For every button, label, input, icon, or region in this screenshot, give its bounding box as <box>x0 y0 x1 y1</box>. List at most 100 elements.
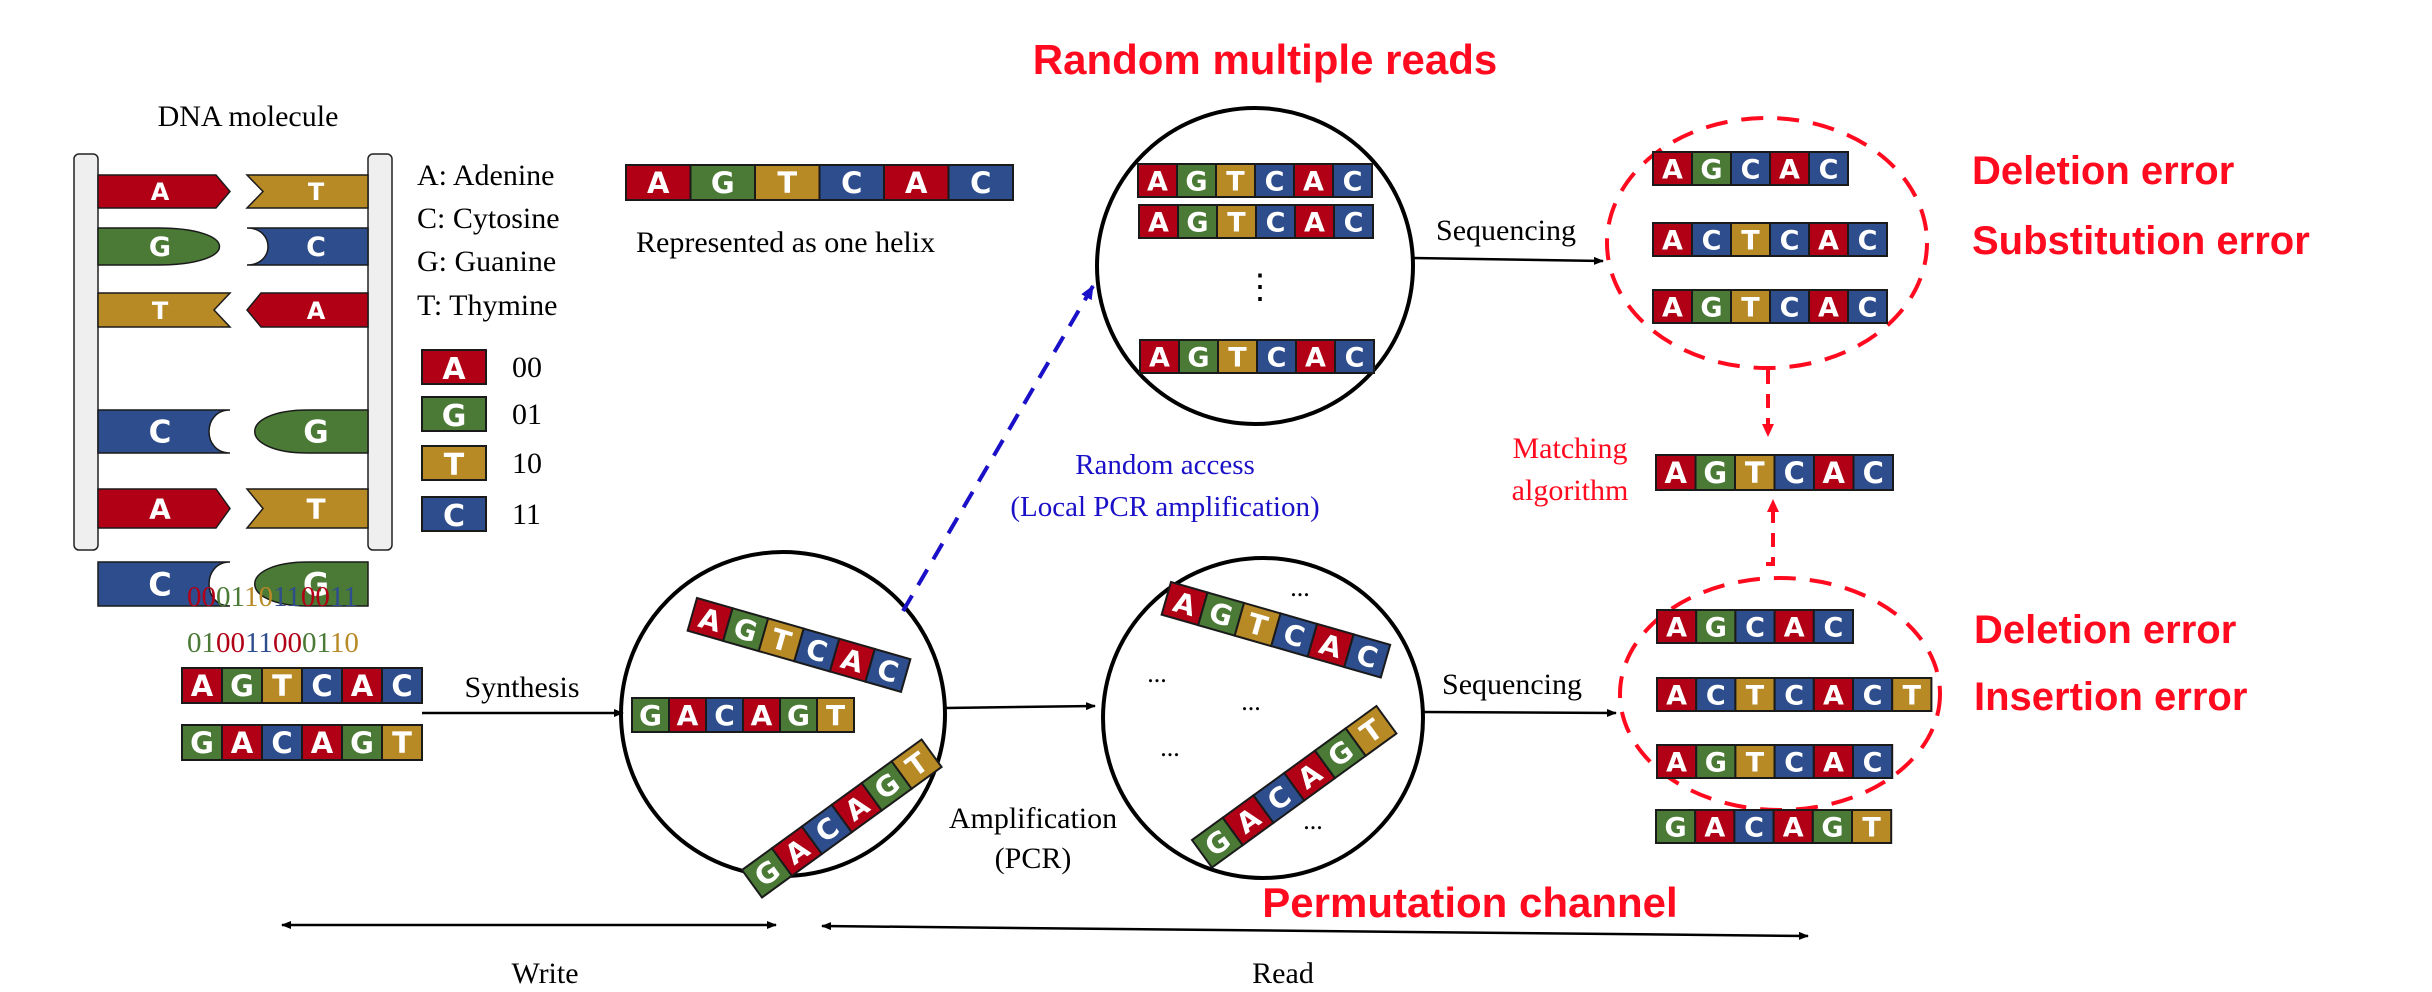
base-letter: G <box>1187 342 1209 373</box>
write-label: Write <box>511 957 578 990</box>
base-A: A <box>341 667 383 704</box>
base-T: T <box>381 724 423 761</box>
base-letter: G <box>1705 747 1727 778</box>
base-G: G <box>1178 339 1219 374</box>
base-letter: T <box>1228 342 1247 373</box>
base-left-A <box>97 488 231 529</box>
base-letter: A <box>1147 166 1168 197</box>
error-label-bottom-1: Deletion error <box>1974 608 2236 652</box>
sequencing-label-top: Sequencing <box>1436 214 1576 247</box>
bit-pair: 01 <box>302 627 330 659</box>
matching-label-line1: Matching <box>1513 432 1628 465</box>
base-letter: C <box>148 565 171 603</box>
base-letter: A <box>1783 812 1804 843</box>
base-letter: G <box>149 232 171 263</box>
binary-string-2: 010011000110 <box>187 627 359 659</box>
base-letter: G <box>1665 812 1687 843</box>
backbone-right <box>367 153 393 551</box>
base-A: A <box>668 697 707 733</box>
base-letter: C <box>841 166 862 200</box>
base-A: A <box>1295 339 1336 374</box>
base-T: T <box>1233 601 1282 648</box>
heading-random-multiple-reads: Random multiple reads <box>1033 36 1497 83</box>
base-letter: T <box>826 699 845 732</box>
base-letter: C <box>1858 225 1878 256</box>
random-access-arrow <box>901 284 1095 613</box>
base-letter: T <box>1741 225 1760 256</box>
base-G: G <box>1691 289 1732 324</box>
base-letter: A <box>1704 812 1725 843</box>
base-letter: T <box>1746 747 1765 778</box>
base-C: C <box>1769 289 1810 324</box>
base-letter: C <box>1267 342 1287 373</box>
base-left-C <box>97 409 231 454</box>
base-right-G <box>254 409 369 454</box>
encoding-base: G <box>442 399 467 434</box>
base-C: C <box>818 164 885 201</box>
error-label-top-2: Substitution error <box>1972 219 2310 263</box>
base-A: A <box>1293 163 1334 198</box>
base-T: T <box>1851 809 1893 844</box>
pool-ellipses: ... ... ... ... ... <box>1147 573 1323 835</box>
base-letter: G <box>1703 456 1727 490</box>
random-access-label-line1: Random access <box>1075 449 1255 481</box>
base-A: A <box>1294 204 1335 239</box>
bit-pair: 11 <box>330 581 358 613</box>
encoding-swatch <box>421 445 487 481</box>
base-letter: C <box>1745 612 1765 643</box>
base-letter: T <box>1226 166 1245 197</box>
base-letter: A <box>1818 292 1839 323</box>
encoding-bits: 01 <box>512 398 542 431</box>
base-letter: A <box>149 493 171 526</box>
base-A: A <box>1656 677 1698 712</box>
nucleotide-legend: A: Adenine C: Cytosine G: Guanine T: Thy… <box>417 159 560 322</box>
base-A: A <box>1813 454 1855 491</box>
base-A: A <box>686 596 734 643</box>
base-C: C <box>301 667 343 704</box>
base-C: C <box>1255 204 1296 239</box>
base-A: A <box>1769 151 1810 186</box>
base-C: C <box>1691 222 1732 257</box>
error-label-top-1: Deletion error <box>1972 149 2234 193</box>
base-left-T <box>97 292 232 328</box>
encoding-swatch <box>421 349 487 385</box>
base-T: T <box>1216 204 1257 239</box>
bit-pair: 11 <box>245 627 273 659</box>
base-letter: A <box>1148 207 1169 238</box>
legend-cytosine: C: Cytosine <box>417 202 560 235</box>
base-right-A <box>246 292 369 328</box>
encoding-swatch <box>421 396 487 432</box>
base-letter: C <box>1741 154 1761 185</box>
base-A: A <box>883 164 950 201</box>
base-C: C <box>381 667 423 704</box>
base-A: A <box>828 637 877 683</box>
encoding-bits: 00 <box>512 351 542 384</box>
base-letter: A <box>1823 747 1844 778</box>
ellipsis: ... <box>1147 659 1167 688</box>
bit-pair: 00 <box>216 627 245 659</box>
base-letter: C <box>1780 292 1800 323</box>
base-C: C <box>705 697 744 733</box>
legend-adenine: A: Adenine <box>417 159 554 192</box>
base-C: C <box>947 164 1014 201</box>
amplified-pool-circle <box>1101 556 1425 880</box>
base-letter: G <box>350 726 374 760</box>
synthesis-label: Synthesis <box>464 671 579 704</box>
bit-pair: 10 <box>244 581 273 613</box>
base-letter: C <box>391 669 412 703</box>
base-C: C <box>1773 677 1815 712</box>
base-letter: T <box>306 493 325 526</box>
base-letter: G <box>303 565 329 603</box>
base-G: G <box>1176 163 1217 198</box>
